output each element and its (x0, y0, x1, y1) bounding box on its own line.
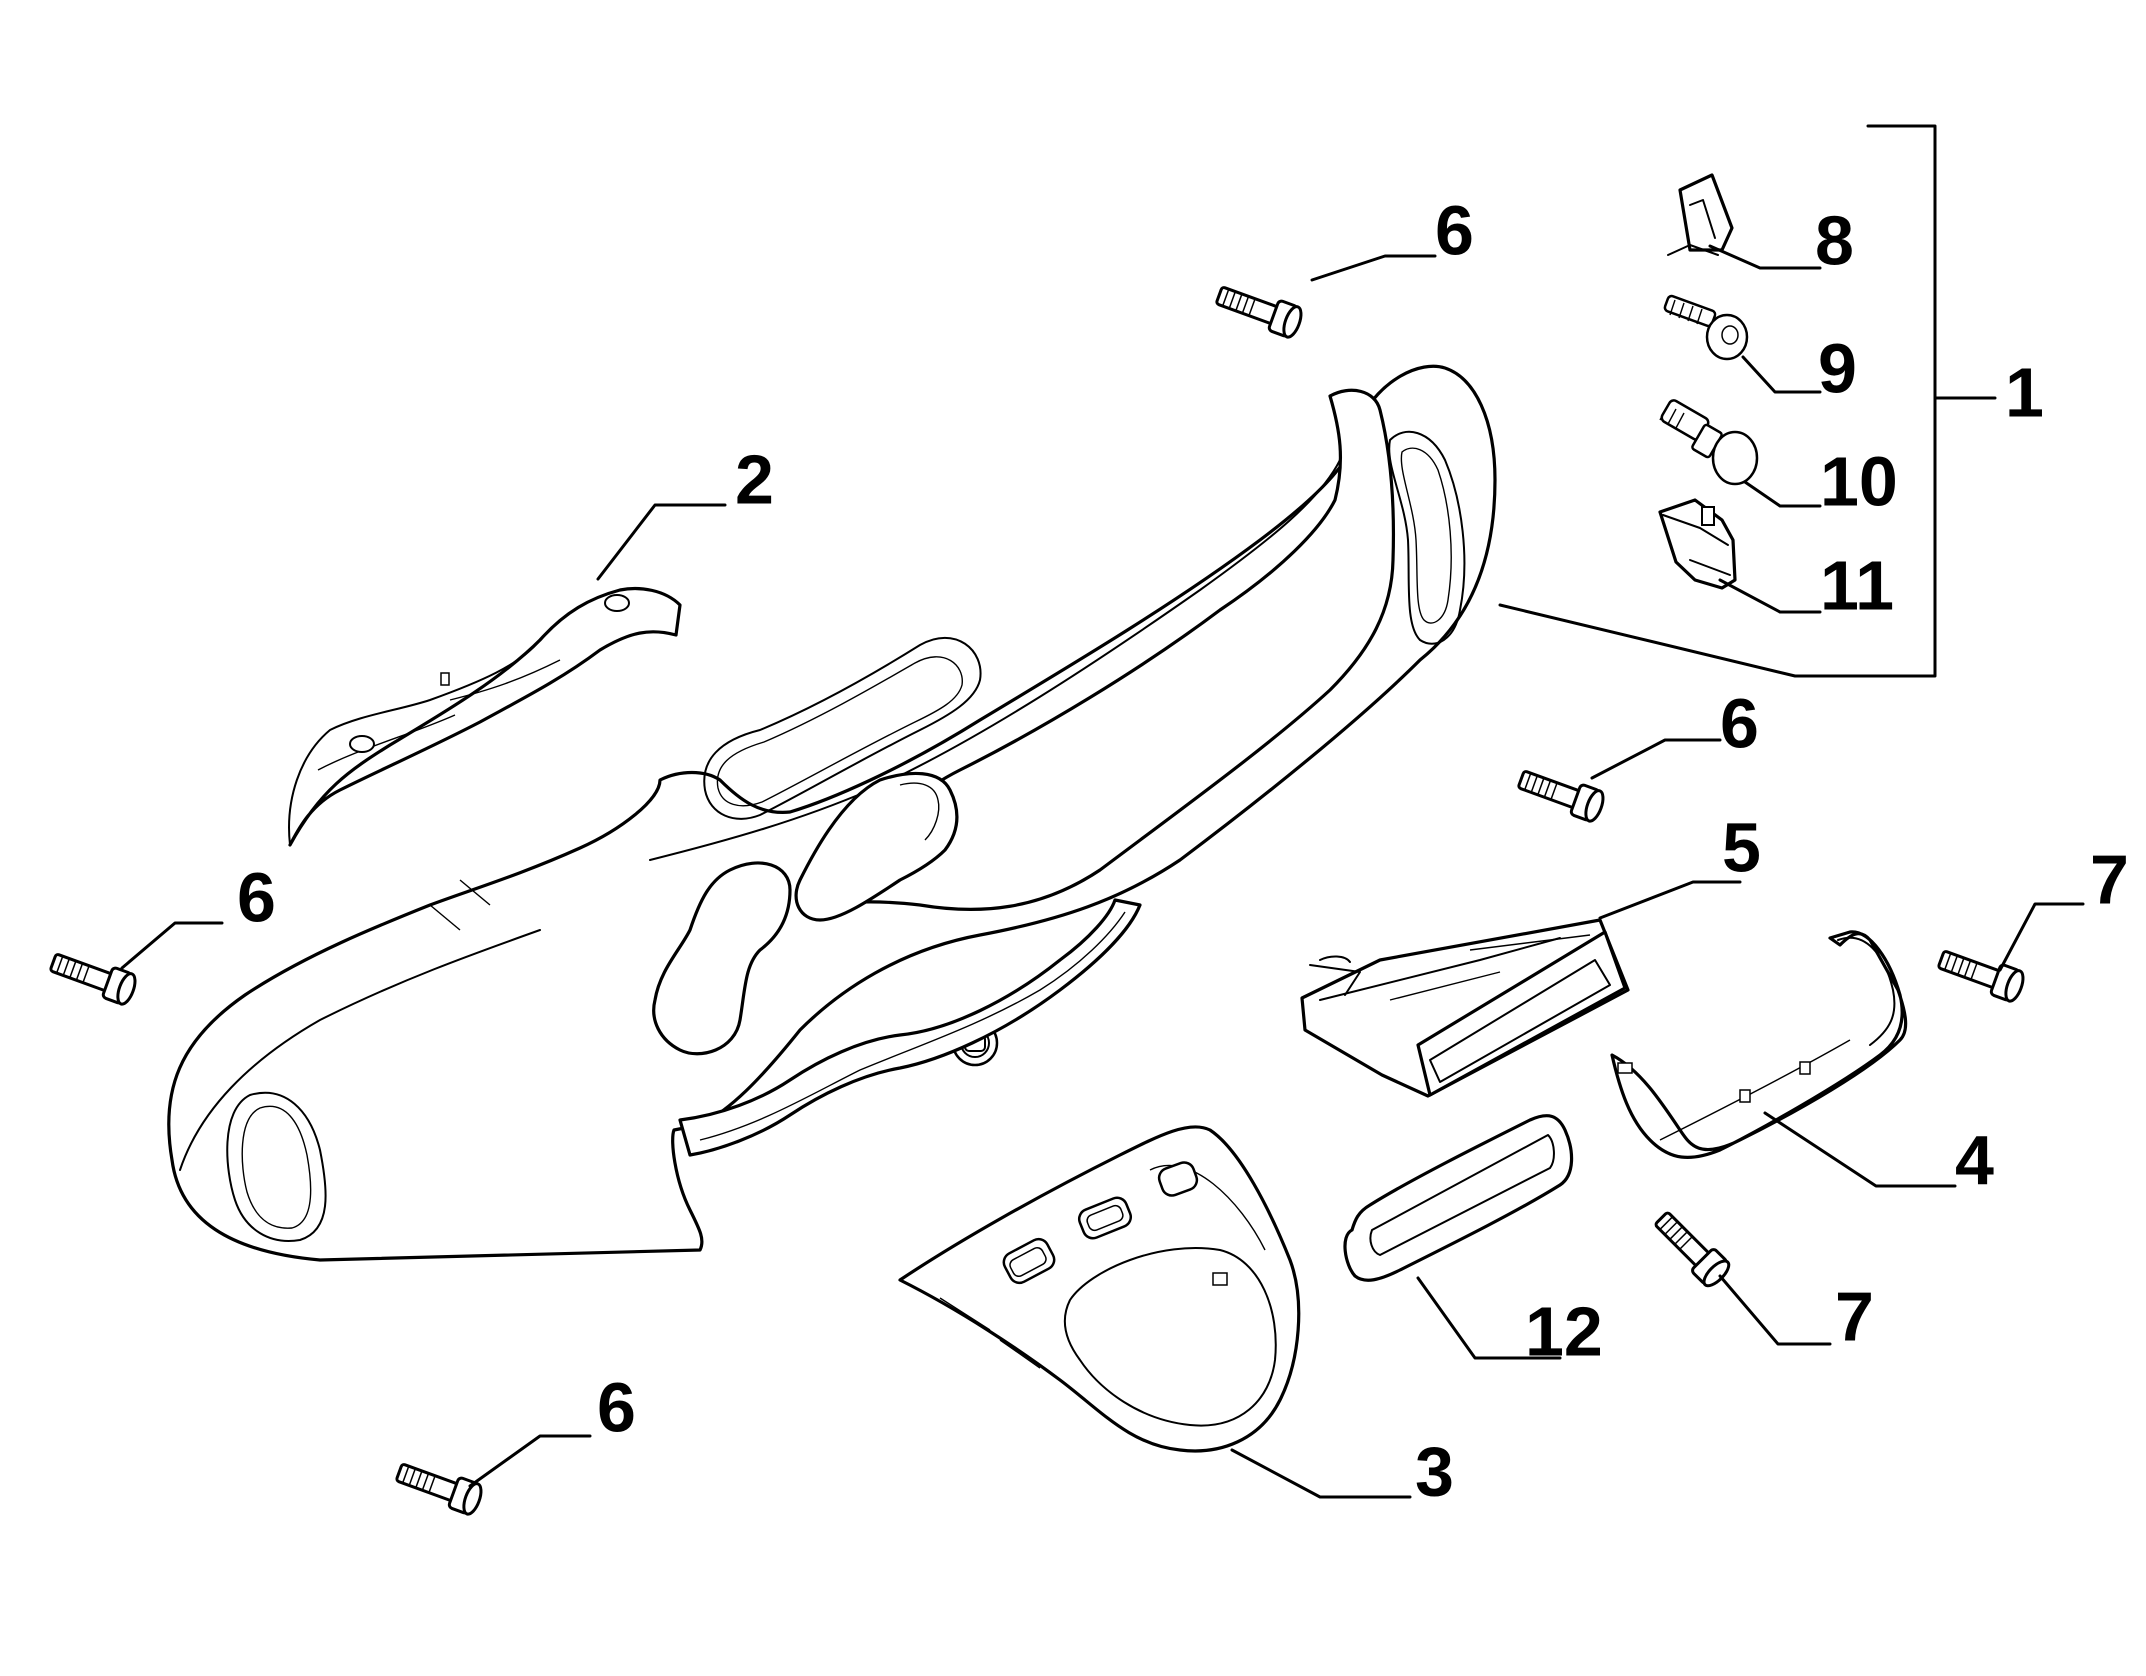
part-8-clip (1667, 173, 1734, 256)
part-3-console-tray (898, 1125, 1301, 1453)
callout-10: 10 (1820, 442, 1898, 520)
part-2-trim-cover (288, 586, 682, 847)
bolt-6-top (1212, 278, 1306, 341)
part-9-screw (1663, 294, 1749, 361)
callout-6-bottom: 6 (597, 1368, 636, 1446)
callout-11: 11 (1820, 546, 1894, 624)
callout-numbers: 1 2 3 4 5 6 6 6 6 7 7 8 9 10 11 12 (237, 191, 2129, 1510)
bolt-7-right (1934, 942, 2028, 1005)
part-5-storage-pocket (1300, 918, 1630, 1098)
callout-5: 5 (1722, 808, 1761, 886)
callout-6-top: 6 (1435, 191, 1474, 269)
callout-6-right: 6 (1720, 684, 1759, 762)
main-overhead-panel (167, 364, 1497, 1262)
callout-7-right: 7 (2090, 840, 2129, 918)
leader-lines (120, 124, 2085, 1499)
bolt-6-left (46, 945, 140, 1008)
callout-3: 3 (1415, 1432, 1454, 1510)
bolt-6-right (1514, 762, 1608, 825)
callout-6-left: 6 (237, 858, 276, 936)
callout-9: 9 (1818, 329, 1857, 407)
callout-4: 4 (1955, 1121, 1994, 1199)
part-12-small-bezel (1343, 1114, 1574, 1282)
part-10-bulb (1659, 399, 1759, 486)
part-4-trim-bezel (1610, 930, 1908, 1159)
callout-12: 12 (1525, 1292, 1603, 1370)
part-11-bracket (1658, 498, 1737, 590)
callout-2: 2 (735, 440, 774, 518)
callout-7-bottom: 7 (1835, 1277, 1874, 1355)
callout-8: 8 (1815, 201, 1854, 279)
callout-1: 1 (2005, 353, 2044, 431)
